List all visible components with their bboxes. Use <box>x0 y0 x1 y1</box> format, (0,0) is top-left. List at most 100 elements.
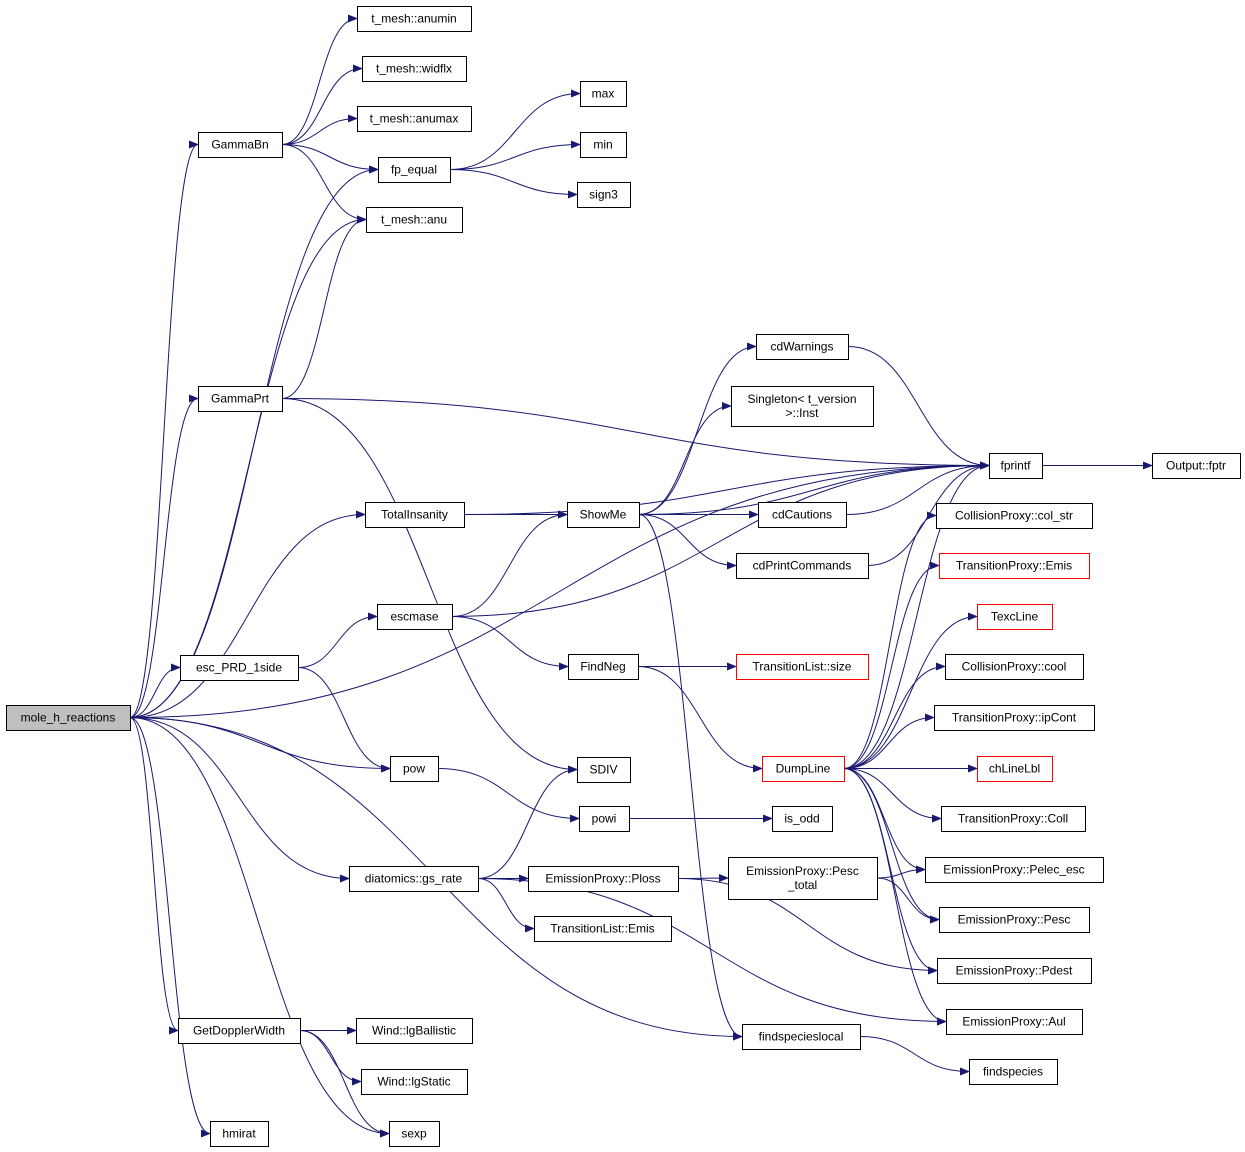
node-box <box>977 756 1053 782</box>
node-lgStatic[interactable]: Wind::lgStatic <box>361 1069 468 1095</box>
node-box <box>941 806 1086 832</box>
node-col_str[interactable]: CollisionProxy::col_str <box>936 503 1093 529</box>
node-GammaPrt[interactable]: GammaPrt <box>198 386 283 412</box>
node-Aul[interactable]: EmissionProxy::Aul <box>946 1009 1083 1035</box>
node-lgBallistic[interactable]: Wind::lgBallistic <box>356 1018 473 1044</box>
node-label: SDIV <box>589 763 617 777</box>
node-FindNeg[interactable]: FindNeg <box>568 654 639 680</box>
node-label: ShowMe <box>580 508 627 522</box>
node-anu[interactable]: t_mesh::anu <box>366 207 463 233</box>
node-Coll[interactable]: TransitionProxy::Coll <box>941 806 1086 832</box>
node-cdPrintCommands[interactable]: cdPrintCommands <box>736 553 869 579</box>
node-sexp[interactable]: sexp <box>389 1121 440 1147</box>
node-label: TransitionProxy::ipCont <box>952 711 1077 725</box>
node-is_odd[interactable]: is_odd <box>772 806 833 832</box>
edge-mole_h_reactions-to-TotalInsanity <box>129 510 366 718</box>
node-fp_equal[interactable]: fp_equal <box>378 157 451 183</box>
node-TP_Emis[interactable]: TransitionProxy::Emis <box>939 553 1090 579</box>
edge-ShowMe-to-SingletonInst <box>638 402 732 515</box>
node-Ploss[interactable]: EmissionProxy::Ploss <box>528 866 679 892</box>
edge-esc_PRD_1side-to-pow <box>297 667 391 773</box>
edge-mole_h_reactions-to-gs_rate <box>129 717 350 883</box>
node-box <box>366 207 463 233</box>
node-label: t_mesh::anumax <box>370 112 459 126</box>
node-box <box>736 654 869 680</box>
node-label: hmirat <box>222 1127 256 1141</box>
node-Pdest[interactable]: EmissionProxy::Pdest <box>937 958 1092 984</box>
node-max[interactable]: max <box>580 81 627 107</box>
node-cdCautions[interactable]: cdCautions <box>758 502 847 528</box>
node-ipCont[interactable]: TransitionProxy::ipCont <box>934 705 1095 731</box>
node-label: GammaPrt <box>211 392 270 406</box>
edge-mole_h_reactions-to-sexp <box>129 717 390 1138</box>
node-box <box>568 654 639 680</box>
node-GammaBn[interactable]: GammaBn <box>198 132 283 158</box>
node-fprintf[interactable]: fprintf <box>989 453 1043 479</box>
node-anumax[interactable]: t_mesh::anumax <box>357 106 472 132</box>
edge-cdWarnings-to-fprintf <box>847 346 990 470</box>
node-Pelec_esc[interactable]: EmissionProxy::Pelec_esc <box>925 857 1104 883</box>
node-gs_rate[interactable]: diatomics::gs_rate <box>349 866 479 892</box>
node-DumpLine[interactable]: DumpLine <box>762 756 845 782</box>
edge-ShowMe-to-fprintf <box>638 461 990 515</box>
node-sign3[interactable]: sign3 <box>577 182 631 208</box>
node-chLineLbl[interactable]: chLineLbl <box>977 756 1053 782</box>
node-box <box>6 705 131 731</box>
node-SDIV[interactable]: SDIV <box>577 757 631 783</box>
node-escmase[interactable]: escmase <box>377 604 453 630</box>
node-box <box>198 132 283 158</box>
node-box <box>772 806 833 832</box>
edge-DumpLine-to-Coll <box>843 768 942 823</box>
node-ShowMe[interactable]: ShowMe <box>567 502 640 528</box>
node-label: _total <box>787 878 817 892</box>
node-GetDopplerWidth[interactable]: GetDopplerWidth <box>178 1018 301 1044</box>
node-widflx[interactable]: t_mesh::widflx <box>362 56 467 82</box>
node-TL_size[interactable]: TransitionList::size <box>736 654 869 680</box>
node-label: mole_h_reactions <box>21 711 116 725</box>
node-TexcLine[interactable]: TexcLine <box>977 604 1053 630</box>
node-label: sexp <box>401 1127 427 1141</box>
node-min[interactable]: min <box>580 132 627 158</box>
node-fptr[interactable]: Output::fptr <box>1152 453 1241 479</box>
edge-Ploss-to-Pdest <box>677 878 938 975</box>
node-box <box>937 958 1092 984</box>
edge-DumpLine-to-Pesc <box>843 768 940 924</box>
node-label: t_mesh::widflx <box>376 62 452 76</box>
node-label: findspecies <box>983 1065 1043 1079</box>
node-mole_h_reactions[interactable]: mole_h_reactions <box>6 705 131 731</box>
node-label: GammaBn <box>211 138 268 152</box>
node-TotalInsanity[interactable]: TotalInsanity <box>365 502 465 528</box>
edge-GammaBn-to-fp_equal <box>281 144 379 174</box>
node-box <box>198 386 283 412</box>
node-cdWarnings[interactable]: cdWarnings <box>756 334 849 360</box>
edge-DumpLine-to-cool <box>843 662 946 769</box>
node-findspecieslocal[interactable]: findspecieslocal <box>742 1024 861 1050</box>
edge-GammaBn-to-widflx <box>281 64 363 145</box>
node-label: TransitionProxy::Emis <box>956 559 1072 573</box>
node-label: chLineLbl <box>989 762 1040 776</box>
node-powi[interactable]: powi <box>579 806 630 832</box>
node-box <box>731 386 874 427</box>
node-box <box>758 502 847 528</box>
edge-fp_equal-to-min <box>449 140 581 170</box>
node-anumin[interactable]: t_mesh::anumin <box>357 6 472 32</box>
node-cool[interactable]: CollisionProxy::cool <box>945 654 1084 680</box>
node-Pesc[interactable]: EmissionProxy::Pesc <box>939 907 1090 933</box>
edge-mole_h_reactions-to-GetDopplerWidth <box>129 717 179 1035</box>
node-box <box>580 81 627 107</box>
node-pow[interactable]: pow <box>390 756 439 782</box>
node-label: diatomics::gs_rate <box>365 872 463 886</box>
node-findspecies[interactable]: findspecies <box>969 1059 1058 1085</box>
node-box <box>939 907 1090 933</box>
node-hmirat[interactable]: hmirat <box>210 1121 269 1147</box>
node-label: t_mesh::anumin <box>371 12 456 26</box>
node-TL_Emis[interactable]: TransitionList::Emis <box>534 916 672 942</box>
edge-GammaPrt-to-fprintf <box>281 398 990 470</box>
node-label: FindNeg <box>580 660 625 674</box>
edge-escmase-to-ShowMe <box>451 510 568 617</box>
node-box <box>1152 453 1241 479</box>
node-esc_PRD_1side[interactable]: esc_PRD_1side <box>180 655 299 681</box>
node-Pesc_total[interactable]: EmissionProxy::Pesc_total <box>728 857 878 900</box>
edge-DumpLine-to-fprintf <box>843 461 990 769</box>
node-SingletonInst[interactable]: Singleton< t_version>::Inst <box>731 386 874 427</box>
